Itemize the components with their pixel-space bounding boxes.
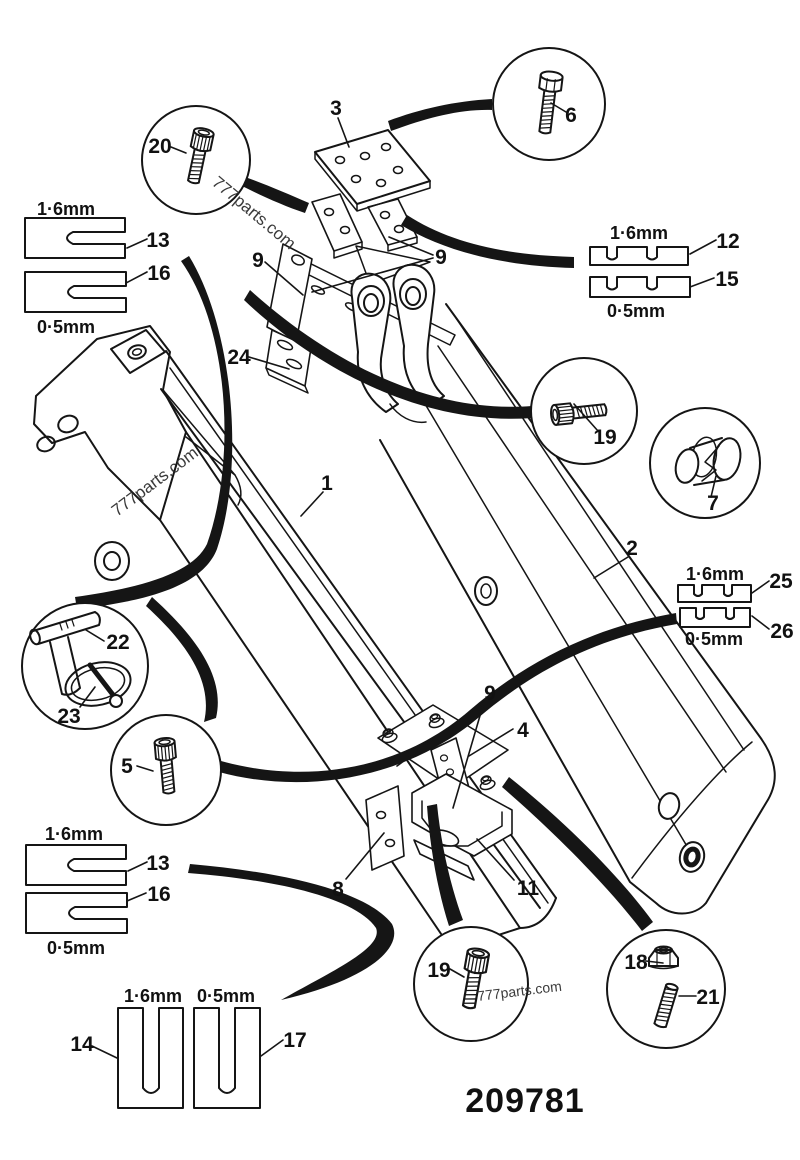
callout-15: 15	[715, 268, 739, 291]
thickness-labels: 1·6mm 0·5mm 1·6mm 0·5mm 1·6mm 0·5mm 1·6m…	[37, 199, 744, 1006]
shim-15	[589, 276, 691, 298]
pivot-boss	[94, 541, 130, 581]
callout-9: 9	[484, 682, 496, 705]
callout-21: 21	[696, 986, 720, 1009]
shim-thickness-label: 0·5mm	[47, 938, 105, 958]
callout-9: 9	[252, 249, 264, 272]
grease-boss	[474, 576, 498, 606]
callout-8: 8	[332, 878, 344, 901]
leader-lines	[79, 102, 770, 1059]
plug-7-icon	[674, 436, 742, 486]
detail-circle-5	[110, 714, 222, 826]
callout-25: 25	[769, 570, 793, 593]
callout-24: 24	[227, 346, 251, 369]
callout-17: 17	[283, 1029, 306, 1052]
callout-11: 11	[517, 877, 540, 900]
callout-20: 20	[148, 135, 171, 158]
callout-19: 19	[593, 426, 616, 449]
callout-4: 4	[517, 719, 529, 742]
shim-thickness-label: 0·5mm	[607, 301, 665, 321]
shim-25	[677, 584, 752, 603]
shim-14	[117, 1007, 184, 1109]
shim-thickness-label: 1·6mm	[686, 564, 744, 584]
detail-circle-19	[530, 357, 638, 465]
shim-thickness-label: 1·6mm	[610, 223, 668, 243]
detail-circle-20	[141, 105, 251, 215]
shim-thickness-label: 0·5mm	[197, 986, 255, 1006]
pin-22-icon	[29, 611, 101, 696]
shim-17	[193, 1007, 261, 1109]
callout-13: 13	[146, 229, 169, 252]
shim-12	[589, 246, 689, 266]
callout-22: 22	[106, 631, 129, 654]
wear-pad	[311, 193, 363, 252]
callout-numbers: 20 3 6 13 16 12 15 9 9 24 19 7 1 2 25 26…	[57, 97, 793, 1056]
shim-thickness-label: 0·5mm	[37, 317, 95, 337]
callout-2: 2	[626, 537, 638, 560]
pointer-swooshes	[75, 99, 677, 1000]
callout-14: 14	[70, 1033, 94, 1056]
channel-bracket-11	[411, 773, 513, 857]
shim-16-top	[24, 271, 127, 313]
callout-26: 26	[770, 620, 793, 643]
callout-12: 12	[716, 230, 739, 253]
shim-16-bottom	[25, 892, 128, 934]
callout-3: 3	[330, 97, 342, 120]
pivot-tab	[110, 329, 166, 374]
shim-thickness-label: 0·5mm	[685, 629, 743, 649]
shim-13-bottom	[25, 844, 127, 886]
boom-pin-hole	[657, 792, 681, 820]
callout-7: 7	[707, 492, 719, 515]
detail-circles	[21, 47, 761, 1049]
shim-thickness-label: 1·6mm	[45, 824, 103, 844]
callout-6: 6	[565, 104, 577, 127]
callout-1: 1	[321, 472, 333, 495]
callout-13: 13	[146, 852, 169, 875]
shim-thickness-label: 1·6mm	[37, 199, 95, 219]
shim-thickness-label: 1·6mm	[124, 986, 182, 1006]
shim-13-top	[24, 217, 126, 259]
detail-circle-19b	[413, 926, 529, 1042]
callout-19: 19	[427, 959, 450, 982]
shim-packs	[24, 217, 752, 1109]
drawing-number: 209781	[465, 1082, 584, 1120]
callout-16: 16	[147, 262, 170, 285]
callout-23: 23	[57, 705, 80, 728]
callout-16: 16	[147, 883, 170, 906]
locknut-18-icon	[648, 945, 679, 970]
shim-26	[679, 607, 751, 628]
side-plate-8	[365, 785, 405, 871]
lynch-ring-23-icon	[64, 661, 132, 708]
callout-5: 5	[121, 755, 133, 778]
callout-9: 9	[435, 246, 447, 269]
callout-18: 18	[624, 951, 648, 974]
detail-circle-7	[649, 407, 761, 519]
boom-pin-bush	[678, 841, 706, 873]
